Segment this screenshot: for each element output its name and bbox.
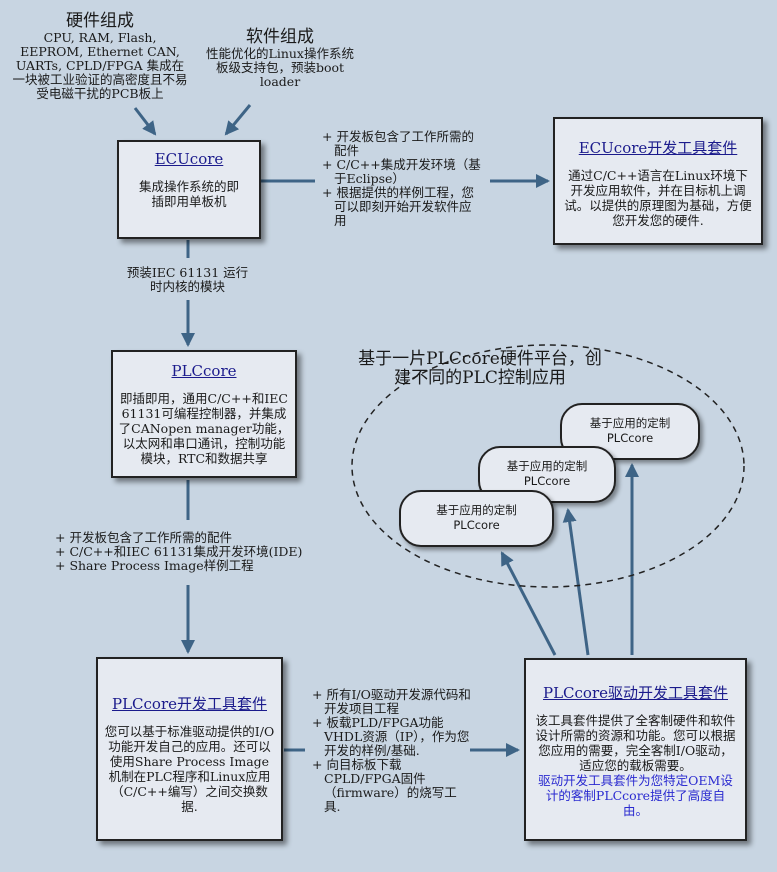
plccore-text: 即插即用，通用C/C++和IEC 61131可编程控制器，并集成了CANopen… — [118, 391, 290, 466]
plc-kit-box: PLCcore开发工具套件 您可以基于标准驱动提供的I/O功能开发自己的应用。还… — [96, 657, 283, 841]
arrow-hardware — [133, 107, 157, 136]
platform-ellipse — [351, 344, 745, 588]
arrow-custom-1 — [500, 551, 557, 656]
driver-note: + 板载PLD/FPGA功能VHDL资源（IP），作为您开发的样例/基础. — [312, 715, 470, 758]
driver-kit-highlight: 驱动开发工具套件为您特定OEM设计的客制PLCcore提供了高度自由。 — [538, 773, 733, 818]
plc-kit-text: 您可以基于标准驱动提供的I/O功能开发自己的应用。还可以使用Share Proc… — [104, 724, 275, 814]
plc-note: + 开发板包含了工作所需的配件 — [55, 530, 232, 545]
software-title: 软件组成 — [246, 27, 314, 47]
iec-label: 预装IEC 61131 运行时内核的模块 — [126, 265, 249, 294]
ecucore-link[interactable]: ECUcore — [154, 150, 224, 168]
plccore-link[interactable]: PLCcore — [171, 362, 237, 380]
custom-app-label: 基于应用的定制 — [506, 459, 588, 473]
platform-title: 基于一片PLCcore硬件平台，创建不同的PLC控制应用 — [358, 349, 602, 388]
driver-kit-link[interactable]: PLCcore驱动开发工具套件 — [542, 684, 728, 702]
arrow-custom-2 — [562, 508, 590, 656]
arrow-software — [224, 104, 252, 136]
driver-note: + 所有I/O驱动开发源代码和开发项目工程 — [312, 687, 471, 716]
plc-kit-link[interactable]: PLCcore开发工具套件 — [111, 695, 267, 713]
software-group: 软件组成 性能优化的Linux操作系统板级支持包，预装boot loader — [205, 28, 355, 89]
hardware-text: CPU, RAM, Flash, EEPROM, Ethernet CAN, U… — [12, 30, 188, 101]
driver-notes: + 所有I/O驱动开发源代码和开发项目工程 + 板载PLD/FPGA功能VHDL… — [312, 688, 472, 814]
ecu-notes: + 开发板包含了工作所需的配件 + C/C++集成开发环境（基于Eclipse）… — [322, 130, 482, 228]
driver-kit-box: PLCcore驱动开发工具套件 该工具套件提供了全客制硬件和软件设计所需的资源和… — [524, 658, 747, 841]
ecucore-text: 集成操作系统的即插即用单板机 — [138, 179, 239, 209]
custom-app-sublabel: PLCcore — [453, 518, 500, 532]
hardware-title: 硬件组成 — [66, 11, 134, 31]
ecucore-box: ECUcore 集成操作系统的即插即用单板机 — [117, 140, 261, 239]
custom-app-label: 基于应用的定制 — [436, 503, 517, 517]
custom-app-label: 基于应用的定制 — [589, 416, 671, 430]
driver-kit-text: 该工具套件提供了全客制硬件和软件设计所需的资源和功能。您可以根据您应用的需要，完… — [535, 713, 736, 773]
ecu-note: + 开发板包含了工作所需的配件 — [322, 129, 474, 158]
ecu-note: + 根据提供的样例工程，您可以即刻开始开发软件应用 — [322, 185, 474, 228]
plc-notes: + 开发板包含了工作所需的配件 + C/C++和IEC 61131集成开发环境(… — [55, 531, 335, 573]
software-text: 性能优化的Linux操作系统板级支持包，预装boot loader — [206, 46, 354, 89]
plc-note: + C/C++和IEC 61131集成开发环境(IDE) — [55, 544, 303, 559]
custom-app-sublabel: PLCcore — [606, 431, 654, 445]
hardware-group: 硬件组成 CPU, RAM, Flash, EEPROM, Ethernet C… — [0, 12, 200, 101]
custom-app-sublabel: PLCcore — [523, 474, 571, 488]
ecu-kit-text: 通过C/C++语言在Linux环境下开发应用软件，并在目标机上调试。以提供的原理… — [564, 168, 752, 228]
plccore-box: PLCcore 即插即用，通用C/C++和IEC 61131可编程控制器，并集成… — [111, 350, 297, 478]
ecu-kit-link[interactable]: ECUcore开发工具套件 — [578, 139, 738, 157]
plc-note: + Share Process Image样例工程 — [55, 558, 254, 573]
driver-note: + 向目标板下载CPLD/FPGA固件（firmware）的烧写工具. — [312, 757, 457, 814]
ecu-note: + C/C++集成开发环境（基于Eclipse） — [322, 157, 481, 186]
ecu-kit-box: ECUcore开发工具套件 通过C/C++语言在Linux环境下开发应用软件，并… — [553, 117, 763, 245]
